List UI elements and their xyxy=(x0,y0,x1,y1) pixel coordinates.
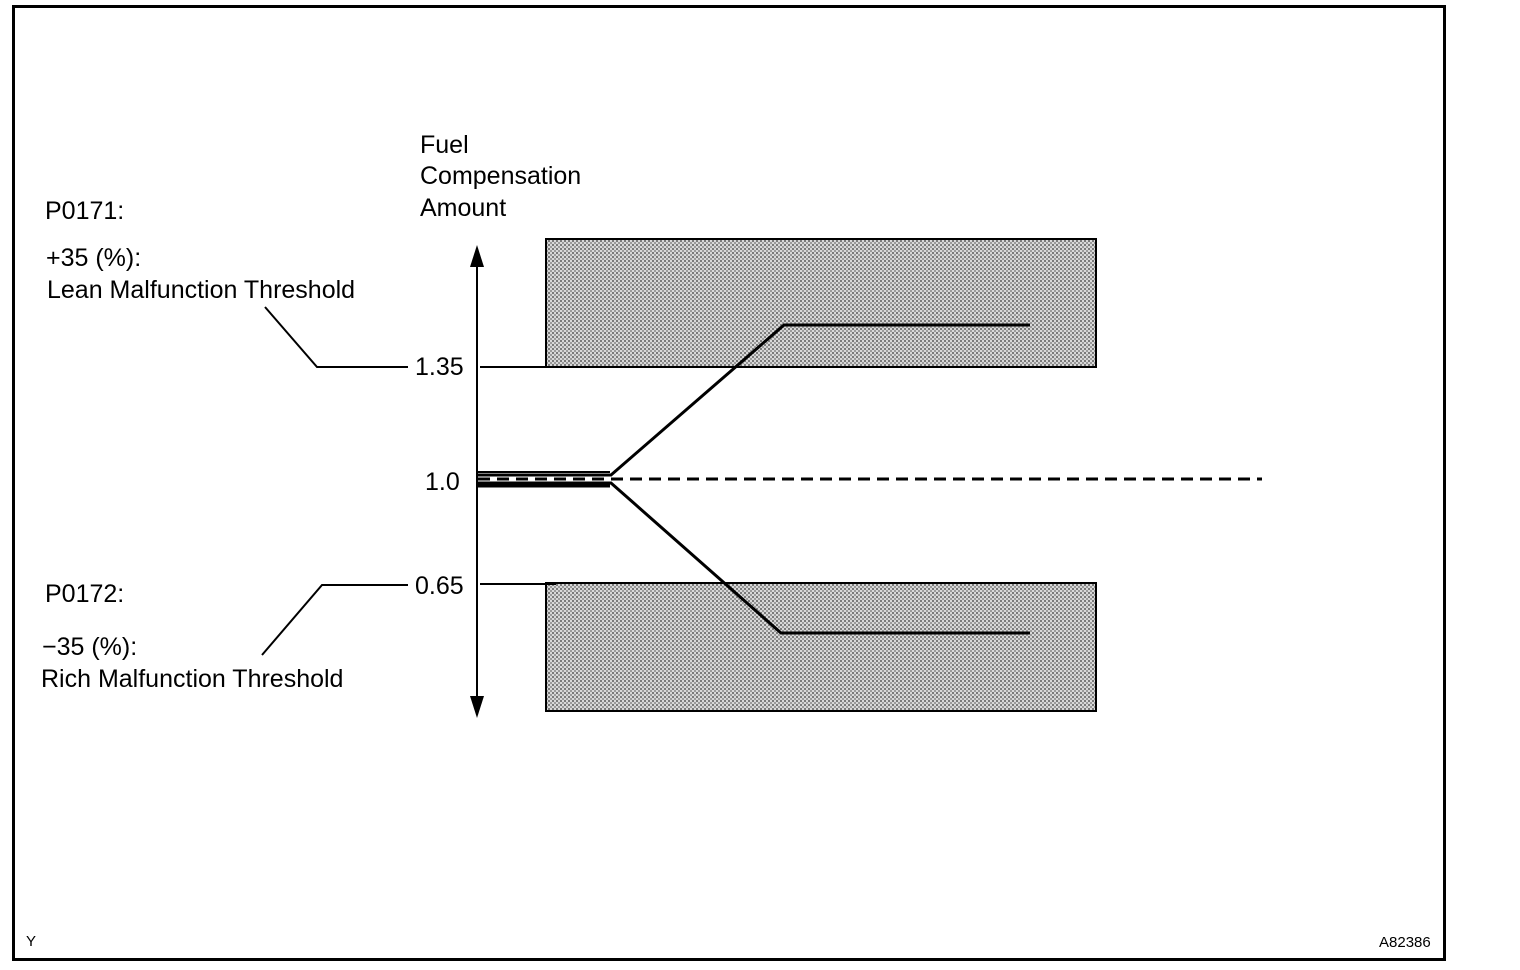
y-axis-arrow-up xyxy=(470,245,484,267)
diagram-frame xyxy=(12,5,1446,961)
figure-id-label: A82386 xyxy=(1379,934,1431,951)
rich-percent-label: −35 (%): xyxy=(42,633,138,661)
axis-label-line1: Fuel xyxy=(420,131,469,159)
lean-leader-line xyxy=(264,306,408,368)
rich-threshold-label: Rich Malfunction Threshold xyxy=(41,665,344,693)
lean-code-label: P0171: xyxy=(45,197,125,225)
rich-curve xyxy=(478,481,1030,635)
axis-label-line2: Compensation xyxy=(420,162,582,190)
rich-malfunction-zone xyxy=(545,582,1097,712)
footer-left-label: Y xyxy=(26,933,37,950)
lean-malfunction-zone xyxy=(545,238,1097,368)
rich-code-label: P0172: xyxy=(45,580,125,608)
tick-label-1-0: 1.0 xyxy=(425,468,460,496)
y-axis-arrow-down xyxy=(470,696,484,718)
lean-percent-label: +35 (%): xyxy=(46,244,142,272)
lean-curve xyxy=(478,323,1030,477)
axis-label-line3: Amount xyxy=(420,194,507,222)
lean-threshold-label: Lean Malfunction Threshold xyxy=(47,276,356,304)
rich-leader-line xyxy=(261,584,408,656)
tick-label-0-65: 0.65 xyxy=(415,572,464,600)
tick-label-1-35: 1.35 xyxy=(415,353,464,381)
